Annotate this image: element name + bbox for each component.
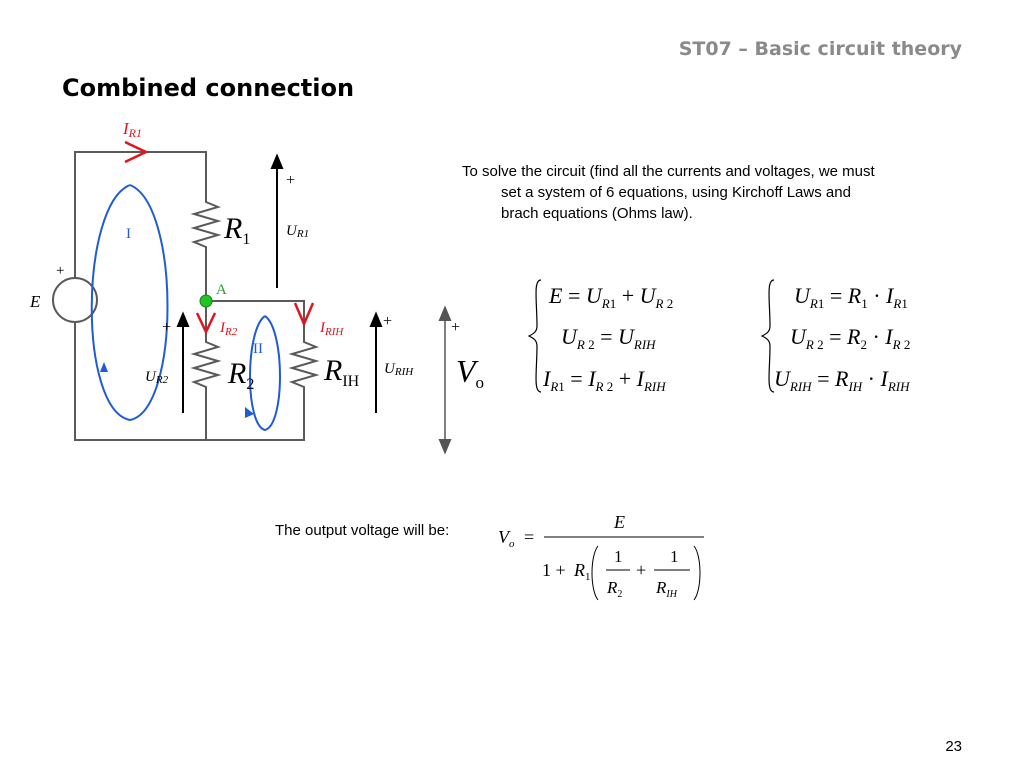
voltage-urih-arrow [369,311,383,327]
svg-text:1: 1 [614,547,623,566]
page-number: 23 [945,738,962,755]
output-voltage-formula: Vo = E 1 + R1 1 R2 + 1 RIH [498,512,704,601]
node-a [199,294,213,308]
voltage-ur2-arrow [176,311,190,327]
vo-arrow-bottom [438,439,452,455]
label-urih: URIH [384,361,414,378]
label-urih-plus: + [383,313,392,330]
svg-text:1: 1 [670,547,679,566]
loop-ii-path [249,315,281,432]
output-voltage-label: The output voltage will be: [275,522,450,539]
wire-node [205,255,305,336]
label-source-plus: + [56,263,64,279]
svg-text:R1: R1 [573,560,591,583]
current-ir1-arrow [124,140,149,164]
label-ur1-plus: + [286,172,295,189]
ohms-law-equations: UR1 = R1 · IR1 UR 2 = R2 · IR 2 URIH = R… [760,279,910,394]
label-node-a: A [216,282,227,298]
svg-text:E: E [613,512,625,532]
svg-text:UR 2 = URIH: UR 2 = URIH [561,324,656,352]
label-vo: Vo [456,353,484,392]
resistor-r1-symbol [190,198,222,255]
description-line-1: To solve the circuit (find all the curre… [462,163,875,180]
current-irih-arrow [293,302,315,328]
svg-text:1 +: 1 + [542,560,566,580]
svg-text:Vo: Vo [498,527,515,550]
loop-i-arrowhead [100,362,108,372]
wire-left-top [74,151,207,297]
label-r2: R2 [227,357,254,393]
label-ur1: UR1 [286,223,309,240]
svg-text:IR1 = IR 2 + IRIH: IR1 = IR 2 + IRIH [542,366,666,394]
label-rih: RIH [323,354,360,390]
label-ur2-plus: + [162,319,171,336]
resistor-r2-symbol [190,336,222,400]
circuit-diagram: IR1 IR2 IRIH UR1 UR2 URIH E + + + + + A … [29,119,484,455]
svg-text:UR 2 = R2 · IR 2: UR 2 = R2 · IR 2 [790,324,910,352]
svg-text:+: + [636,560,646,580]
description-text: To solve the circuit (find all the curre… [462,161,982,224]
voltage-ur1-arrow [270,153,284,169]
label-source-e: E [29,292,41,311]
label-r1: R1 [223,212,250,248]
label-ur2: UR2 [145,369,169,386]
svg-text:UR1 = R1 · IR1: UR1 = R1 · IR1 [794,283,908,311]
vo-arrow-top [438,305,452,321]
label-vo-plus: + [451,319,460,336]
svg-text:E = UR1 + UR 2: E = UR1 + UR 2 [548,283,673,311]
label-loop-ii: II [253,341,263,357]
kirchhoff-equations: E = UR1 + UR 2 UR 2 = URIH IR1 = IR 2 + … [527,279,673,394]
slide-header: ST07 – Basic circuit theory [678,38,962,60]
description-line-2: set a system of 6 equations, using Kirch… [501,184,851,201]
svg-text:URIH = RIH · IRIH: URIH = RIH · IRIH [774,366,910,394]
svg-text:R2: R2 [606,578,622,600]
svg-text:RIH: RIH [655,578,678,600]
current-ir2-arrow [195,312,217,335]
loop-ii-arrowhead [245,407,254,418]
slide-title: Combined connection [62,74,355,102]
label-loop-i: I [126,226,131,242]
label-ir1: IR1 [122,119,142,140]
label-irih: IRIH [319,320,344,338]
svg-text:=: = [524,527,534,547]
label-ir2: IR2 [219,320,238,338]
loop-i-path [90,184,169,422]
wire-left-bottom [74,323,305,441]
voltage-source-symbol [52,277,98,323]
description-line-3: brach equations (Ohms law). [501,205,693,222]
resistor-rih-symbol [288,336,320,400]
